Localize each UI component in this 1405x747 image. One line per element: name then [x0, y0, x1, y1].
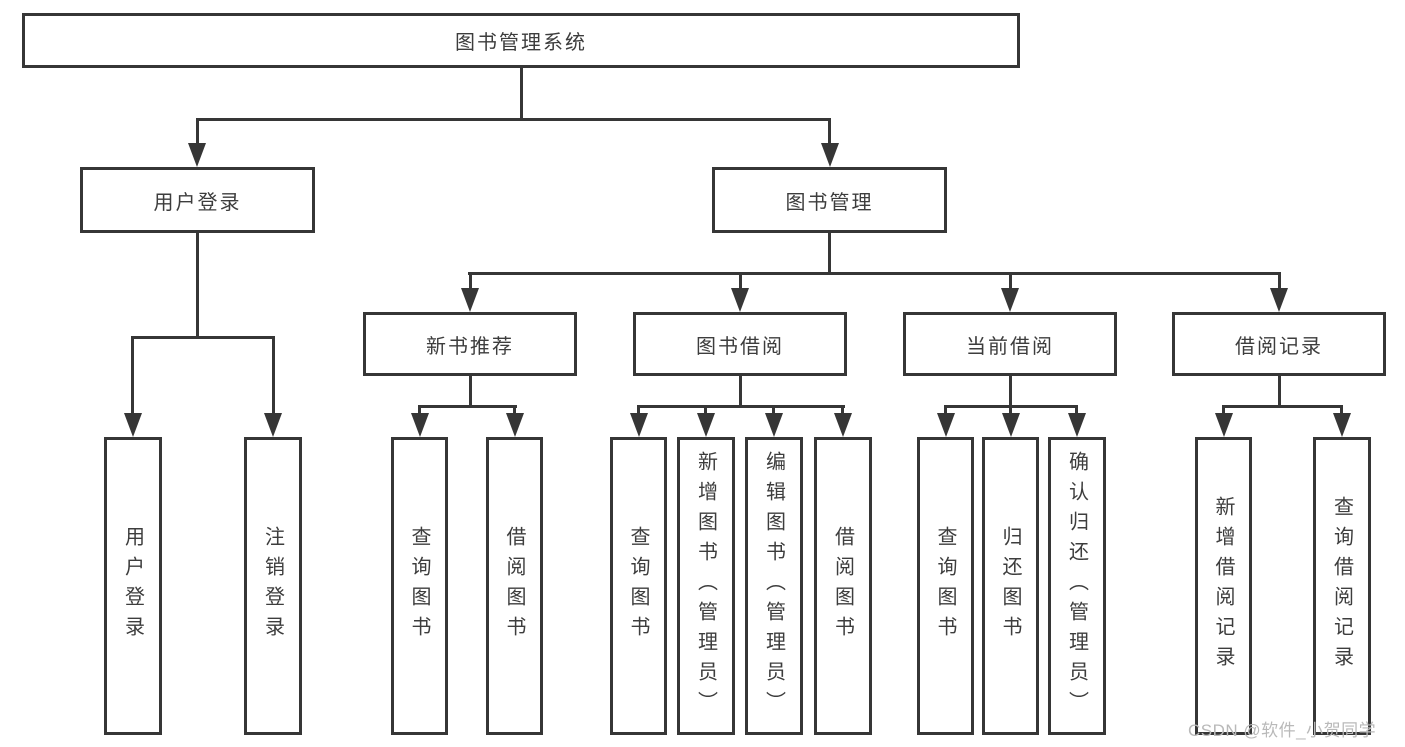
connector-shaft-leaf-user-login — [131, 336, 134, 415]
arrowhead-leaf-query-books-2 — [630, 413, 648, 437]
leaf-edit-books-admin: 编辑图书（管理员） — [745, 437, 803, 735]
node-label: 用户登录 — [153, 191, 242, 214]
connector-shaft-book-borrowing — [739, 272, 742, 290]
leaf-query-books-3: 查询图书 — [917, 437, 974, 735]
connector-shaft-leaf — [841, 405, 844, 417]
node-label: 图书管理系统 — [455, 32, 587, 54]
arrowhead-leaf-query-borrowing-record — [1333, 413, 1351, 437]
connector-shaft-borrowing-records — [1278, 272, 1281, 290]
node-book-management: 图书管理 — [712, 167, 947, 233]
connector-branch-user-login — [131, 336, 275, 339]
node-label: 图书管理 — [785, 191, 874, 214]
leaf-borrow-books-2: 借阅图书 — [814, 437, 872, 735]
node-label: 图书借阅 — [696, 335, 784, 358]
node-borrowing-records: 借阅记录 — [1172, 312, 1386, 376]
node-label: 借阅记录 — [1235, 335, 1323, 358]
csdn-watermark: CSDN @软件_小贺同学 — [1188, 721, 1377, 740]
leaf-query-books-1: 查询图书 — [391, 437, 448, 735]
arrowhead-leaf-borrow-books-1 — [506, 413, 524, 437]
node-label: 查询图书 — [408, 526, 430, 646]
arrowhead-leaf-query-books-1 — [411, 413, 429, 437]
arrowhead-borrowing-records — [1270, 288, 1288, 312]
connector-shaft-leaf — [418, 405, 421, 417]
connector-shaft-leaf — [1075, 405, 1078, 417]
leaf-query-borrowing-record: 查询借阅记录 — [1313, 437, 1371, 735]
leaf-logout: 注销登录 — [244, 437, 302, 735]
node-new-book-recommend: 新书推荐 — [363, 312, 577, 376]
node-user-login: 用户登录 — [80, 167, 315, 233]
connector-shaft-leaf — [772, 405, 775, 417]
leaf-query-books-2: 查询图书 — [610, 437, 667, 735]
node-label: 新增借阅记录 — [1212, 496, 1234, 676]
connector-branch-book-borrowing — [637, 405, 845, 408]
node-library-management-system: 图书管理系统 — [22, 13, 1020, 68]
node-label: 用户登录 — [121, 526, 144, 646]
node-label: 查询借阅记录 — [1330, 496, 1353, 676]
node-label: 新书推荐 — [426, 335, 514, 358]
connector-stub-book-borrowing — [739, 376, 742, 408]
node-book-borrowing: 图书借阅 — [633, 312, 847, 376]
connector-stub-new-book-recommend — [469, 376, 472, 408]
connector-branch-level3 — [468, 272, 1281, 275]
arrowhead-user-login — [188, 143, 206, 167]
arrowhead-leaf-edit-books-admin — [765, 413, 783, 437]
leaf-add-borrowing-record: 新增借阅记录 — [1195, 437, 1252, 735]
connector-stub-current-borrowing — [1009, 376, 1012, 408]
leaf-borrow-books-1: 借阅图书 — [486, 437, 543, 735]
leaf-return-books: 归还图书 — [982, 437, 1039, 735]
arrowhead-leaf-add-books-admin — [697, 413, 715, 437]
connector-branch-new-book-recommend — [418, 405, 517, 408]
arrowhead-current-borrowing — [1001, 288, 1019, 312]
node-label: 注销登录 — [261, 526, 284, 646]
node-label: 当前借阅 — [966, 335, 1054, 358]
arrowhead-leaf-borrow-books-2 — [834, 413, 852, 437]
arrowhead-leaf-query-books-3 — [937, 413, 955, 437]
connector-branch-borrowing-records — [1222, 405, 1343, 408]
node-label: 确认归还（管理员） — [1065, 451, 1088, 721]
arrowhead-leaf-add-borrowing-record — [1215, 413, 1233, 437]
node-label: 归还图书 — [999, 526, 1021, 646]
node-current-borrowing: 当前借阅 — [903, 312, 1117, 376]
node-label: 新增图书（管理员） — [694, 451, 717, 721]
connector-shaft-leaf — [513, 405, 516, 417]
connector-shaft-leaf — [944, 405, 947, 417]
leaf-add-books-admin: 新增图书（管理员） — [677, 437, 735, 735]
node-label: 借阅图书 — [503, 526, 525, 646]
connector-trunk-root — [520, 68, 523, 120]
connector-shaft-leaf-logout — [272, 336, 275, 415]
leaf-user-login: 用户登录 — [104, 437, 162, 735]
arrowhead-leaf-logout — [264, 413, 282, 437]
node-label: 查询图书 — [627, 526, 649, 646]
connector-shaft-user-login — [196, 118, 199, 146]
arrowhead-leaf-confirm-return-admin — [1068, 413, 1086, 437]
connector-shaft-leaf — [1222, 405, 1225, 417]
connector-shaft-new-book-recommend — [469, 272, 472, 290]
node-label: 编辑图书（管理员） — [762, 451, 785, 721]
connector-shaft-leaf — [704, 405, 707, 417]
arrowhead-book-management — [821, 143, 839, 167]
connector-shaft-current-borrowing — [1009, 272, 1012, 290]
connector-stub-book-management — [828, 233, 831, 275]
arrowhead-leaf-return-books — [1002, 413, 1020, 437]
connector-shaft-leaf — [1340, 405, 1343, 417]
arrowhead-leaf-user-login — [124, 413, 142, 437]
leaf-confirm-return-admin: 确认归还（管理员） — [1048, 437, 1106, 735]
arrowhead-book-borrowing — [731, 288, 749, 312]
node-label: 借阅图书 — [831, 526, 854, 646]
connector-stub-user-login — [196, 233, 199, 339]
connector-shaft-leaf — [1009, 405, 1012, 417]
arrowhead-new-book-recommend — [461, 288, 479, 312]
connector-branch-level2 — [196, 118, 831, 121]
connector-shaft-leaf — [637, 405, 640, 417]
connector-stub-borrowing-records — [1278, 376, 1281, 408]
connector-shaft-book-management — [828, 118, 831, 146]
node-label: 查询图书 — [934, 526, 956, 646]
